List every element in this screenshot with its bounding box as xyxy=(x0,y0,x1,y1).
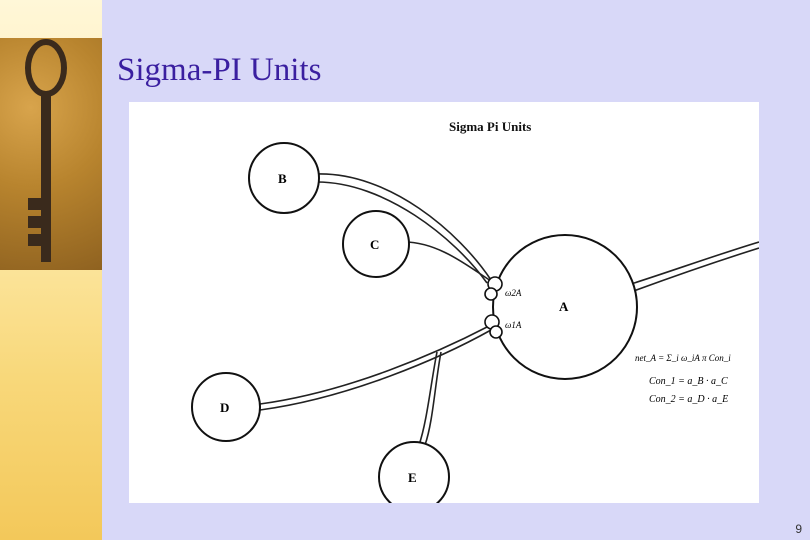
node-A-circle xyxy=(492,234,638,380)
node-C-circle xyxy=(342,210,410,278)
node-E-label: E xyxy=(408,470,417,485)
diagram-caption: Sigma Pi Units xyxy=(449,119,531,134)
antique-key-icon xyxy=(25,39,67,262)
sigma-pi-figure: Sigma Pi Units xyxy=(129,102,759,503)
equation-net: net_A = Σ_i ω_iA π Con_i xyxy=(635,353,731,363)
node-E-circle xyxy=(378,441,450,503)
node-D-label: D xyxy=(220,400,229,415)
key-photo xyxy=(0,38,102,270)
node-A-label: A xyxy=(559,299,569,314)
weight-w2A-label: ω2A xyxy=(505,288,522,298)
node-B-circle xyxy=(248,142,320,214)
connections xyxy=(259,173,759,446)
node-B-label: B xyxy=(278,171,287,186)
node-C-label: C xyxy=(370,237,379,252)
weight-w1A-label: ω1A xyxy=(505,320,522,330)
synapse-bumps xyxy=(484,276,503,339)
equation-con1: Con_1 = a_B · a_C xyxy=(649,376,728,387)
slide-title: Sigma-PI Units xyxy=(117,52,322,88)
equation-con2: Con_2 = a_D · a_E xyxy=(649,394,728,405)
node-D-circle xyxy=(191,372,261,442)
page-number: 9 xyxy=(795,522,802,536)
